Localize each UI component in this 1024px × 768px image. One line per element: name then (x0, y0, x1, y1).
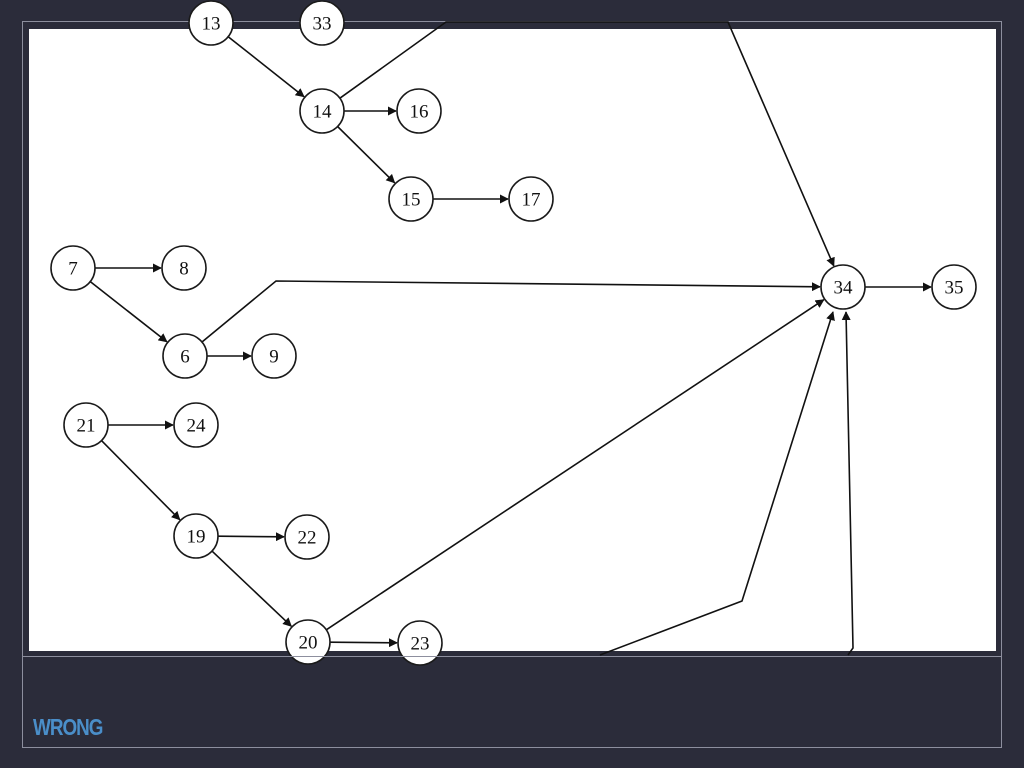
dependency-graph: 13 33 14 16 15 17 7 8 6 9 34 35 21 24 19 22 20 23 (50, 0, 977, 666)
node-label: 20 (299, 633, 318, 654)
node-8: 8 (161, 245, 207, 291)
node-19: 19 (173, 513, 219, 559)
node-circle (161, 245, 207, 291)
diagram-panel: 13 33 14 16 15 17 7 8 6 9 34 35 21 24 19 22 20 23 (29, 0, 996, 666)
node-label: 16 (410, 102, 429, 123)
node-circle (299, 0, 345, 46)
node-34: 34 (820, 264, 866, 310)
node-22: 22 (284, 514, 330, 560)
node-circle (251, 333, 297, 379)
node-circle (188, 0, 234, 46)
node-21: 21 (63, 402, 109, 448)
node-circle (396, 88, 442, 134)
node-label: 8 (179, 259, 189, 280)
node-label: 7 (68, 259, 78, 280)
node-15: 15 (388, 176, 434, 222)
caption-label: WRONG (33, 714, 103, 740)
edge-6-to-34 (201, 280, 821, 343)
node-circle (173, 513, 219, 559)
node-16: 16 (396, 88, 442, 134)
nodes: 13 33 14 16 15 17 7 8 6 9 34 35 21 24 19 22 20 23 (50, 0, 977, 666)
edge-20-to-23 (329, 638, 398, 648)
node-circle (284, 514, 330, 560)
node-circle (162, 333, 208, 379)
edge-14-to-15 (337, 125, 396, 184)
node-label: 35 (945, 278, 964, 299)
node-label: 15 (402, 190, 421, 211)
node-35: 35 (931, 264, 977, 310)
node-label: 21 (77, 416, 96, 437)
edge-19-to-22 (217, 532, 285, 542)
node-circle (931, 264, 977, 310)
node-label: 33 (313, 14, 332, 35)
node-17: 17 (508, 176, 554, 222)
node-circle (820, 264, 866, 310)
edge-20-to-34 (325, 299, 825, 631)
node-circle (173, 402, 219, 448)
node-label: 6 (180, 347, 190, 368)
node-label: 14 (313, 102, 333, 123)
node-6: 6 (162, 333, 208, 379)
node-20: 20 (285, 619, 331, 665)
node-circle (397, 620, 443, 666)
node-label: 24 (187, 416, 207, 437)
node-label: 23 (411, 634, 430, 655)
node-circle (508, 176, 554, 222)
node-circle (63, 402, 109, 448)
edges (89, 21, 932, 656)
edge-offscreen-to-34-1 (599, 311, 835, 656)
node-33: 33 (299, 0, 345, 46)
node-23: 23 (397, 620, 443, 666)
node-circle (50, 245, 96, 291)
node-13: 13 (188, 0, 234, 46)
node-label: 17 (522, 190, 541, 211)
node-label: 9 (269, 347, 279, 368)
node-7: 7 (50, 245, 96, 291)
edge-19-to-20 (211, 550, 292, 627)
caption-divider (22, 656, 1002, 657)
node-label: 13 (202, 14, 221, 35)
node-14: 14 (299, 88, 345, 134)
node-9: 9 (251, 333, 297, 379)
edge-13-to-14 (227, 36, 305, 98)
node-circle (388, 176, 434, 222)
edge-offscreen-to-34-2 (841, 311, 854, 656)
edge-14-to-34 (339, 21, 835, 267)
node-circle (299, 88, 345, 134)
edge-21-to-19 (100, 440, 181, 521)
edge-7-to-6 (89, 280, 168, 343)
node-24: 24 (173, 402, 219, 448)
node-label: 34 (834, 278, 854, 299)
node-circle (285, 619, 331, 665)
node-label: 22 (298, 528, 317, 549)
node-label: 19 (187, 527, 206, 548)
